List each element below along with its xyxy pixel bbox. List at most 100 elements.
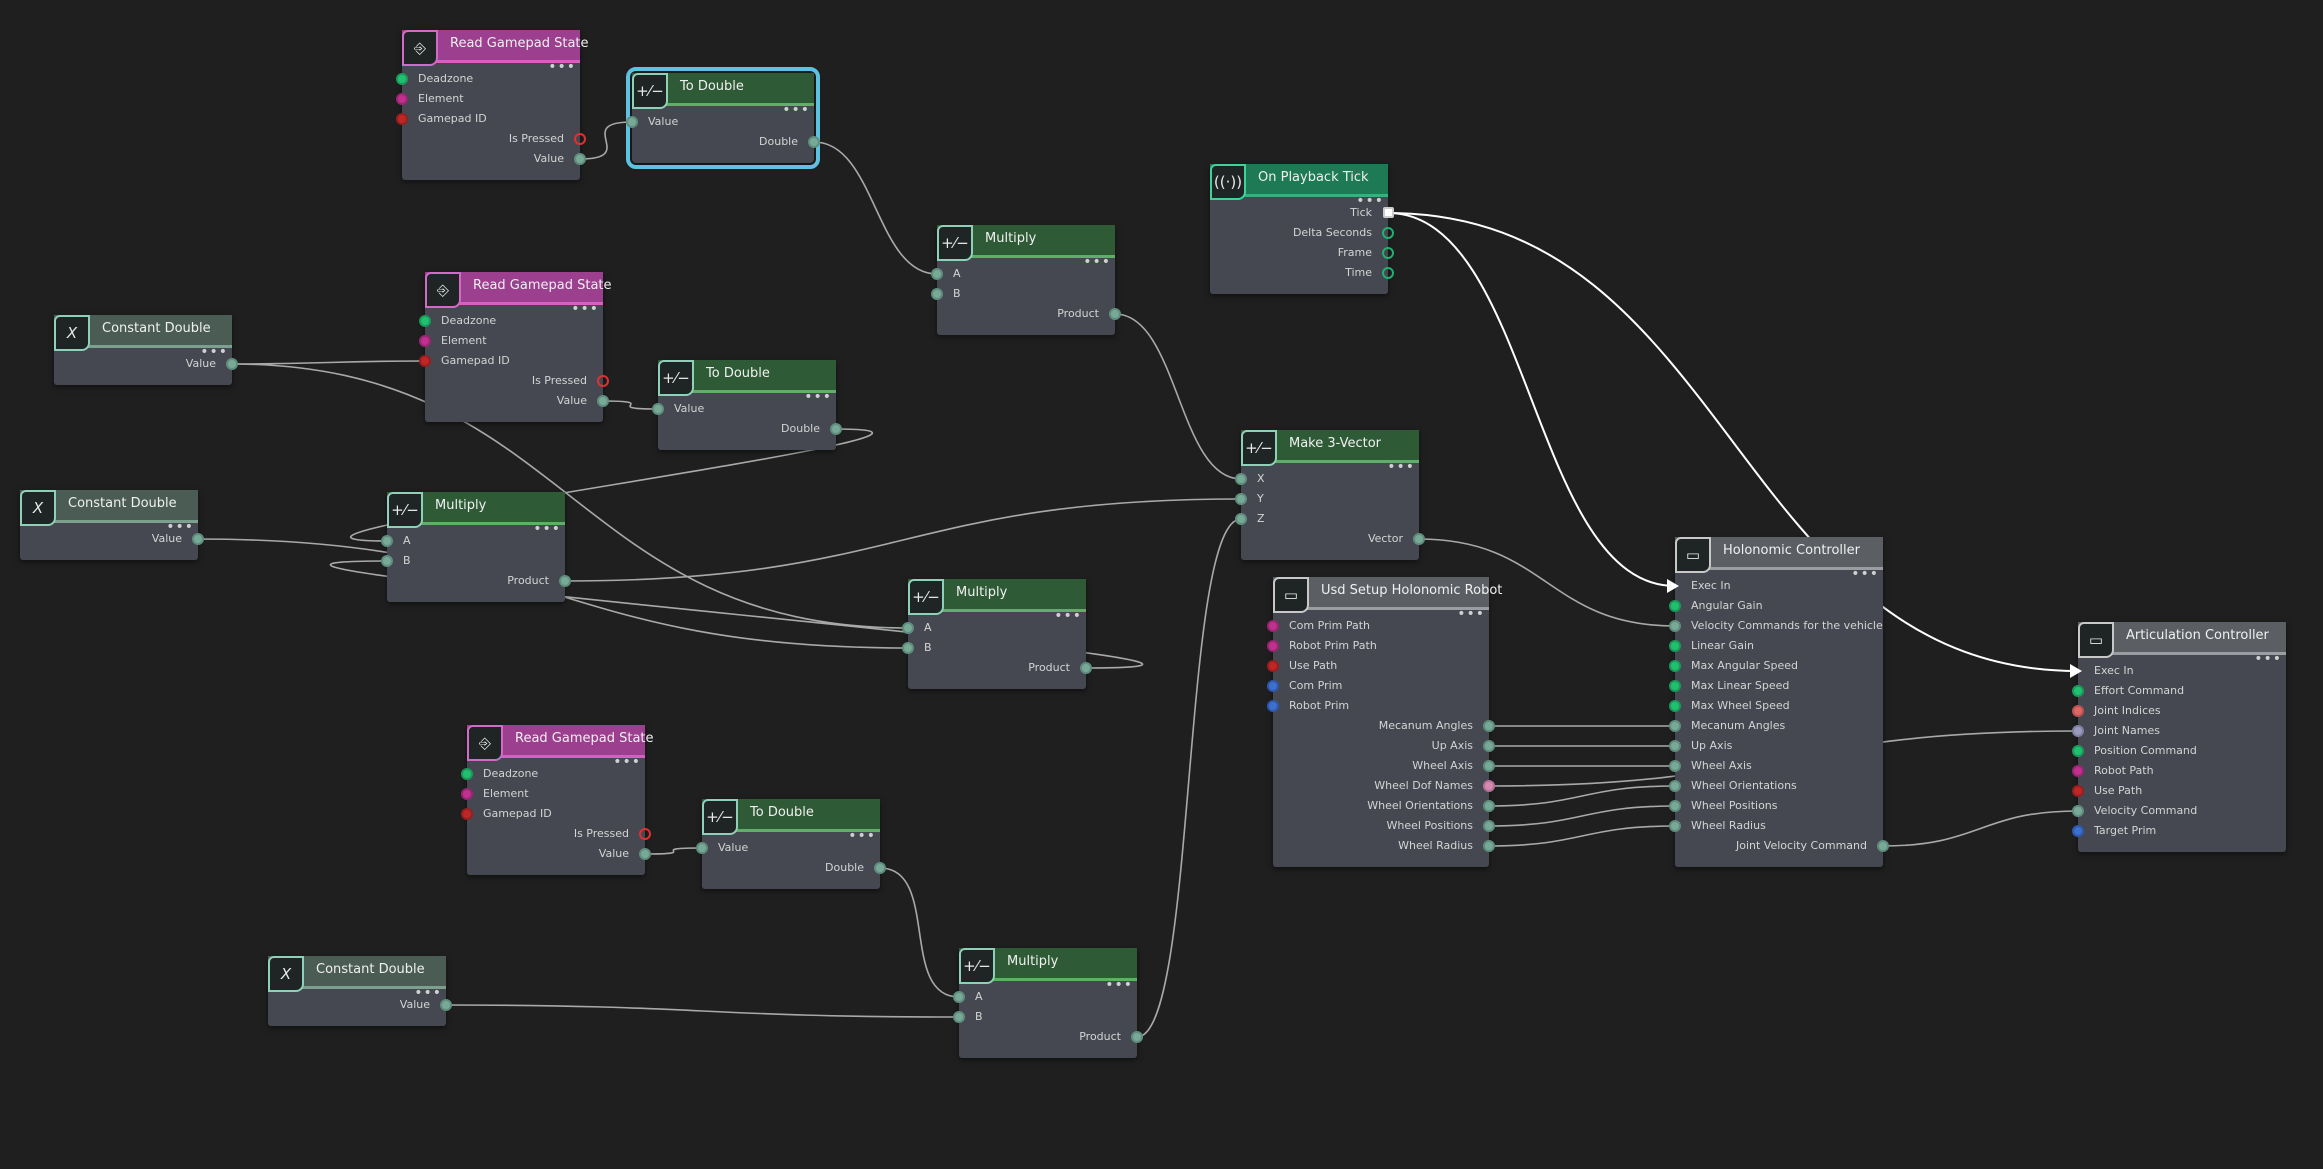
pin-connector-icon[interactable] (626, 116, 638, 128)
input-pin-target-prim[interactable]: Target Prim (2072, 824, 2286, 838)
output-pin-tick[interactable]: Tick (1210, 206, 1394, 220)
output-pin-value[interactable]: Value (268, 998, 452, 1012)
pin-connector-icon[interactable] (1267, 620, 1279, 632)
pin-connector-icon[interactable] (1669, 680, 1681, 692)
input-pin-element[interactable]: Element (396, 92, 580, 106)
pin-connector-icon[interactable] (1669, 740, 1681, 752)
pin-connector-icon[interactable] (597, 375, 609, 387)
pin-connector-icon[interactable] (1131, 1031, 1143, 1043)
input-pin-max-linear-speed[interactable]: Max Linear Speed (1669, 679, 1883, 693)
output-pin-joint-velocity-command[interactable]: Joint Velocity Command (1675, 839, 1889, 853)
node-header[interactable]: ((·))On Playback Tick (1210, 164, 1388, 200)
pin-connector-icon[interactable] (1483, 780, 1495, 792)
pin-connector-icon[interactable] (1669, 640, 1681, 652)
pin-connector-icon[interactable] (1267, 660, 1279, 672)
input-pin-robot-path[interactable]: Robot Path (2072, 764, 2286, 778)
input-pin-element[interactable]: Element (419, 334, 603, 348)
input-pin-a[interactable]: A (902, 621, 1086, 635)
pin-connector-icon[interactable] (1669, 720, 1681, 732)
pin-connector-icon[interactable] (639, 848, 651, 860)
input-pin-deadzone[interactable]: Deadzone (396, 72, 580, 86)
input-pin-max-wheel-speed[interactable]: Max Wheel Speed (1669, 699, 1883, 713)
pin-connector-icon[interactable] (1669, 760, 1681, 772)
node-header[interactable]: +⁄−To Double (658, 360, 836, 396)
pin-connector-icon[interactable] (461, 808, 473, 820)
output-pin-product[interactable]: Product (387, 574, 571, 588)
output-pin-value[interactable]: Value (54, 357, 238, 371)
pin-connector-icon[interactable] (419, 355, 431, 367)
node-menu-icon[interactable]: ••• (414, 985, 442, 1001)
pin-connector-icon[interactable] (2072, 785, 2084, 797)
node-header[interactable]: +⁄−Multiply (908, 579, 1086, 615)
node-header[interactable]: ⎆Read Gamepad State (425, 272, 612, 308)
input-pin-a[interactable]: A (931, 267, 1115, 281)
input-pin-robot-prim-path[interactable]: Robot Prim Path (1267, 639, 1489, 653)
pin-connector-icon[interactable] (440, 999, 452, 1011)
pin-connector-icon[interactable] (902, 642, 914, 654)
input-pin-a[interactable]: A (953, 990, 1137, 1004)
node-header[interactable]: +⁄−Multiply (959, 948, 1137, 984)
pin-connector-icon[interactable] (874, 862, 886, 874)
pin-connector-icon[interactable] (1235, 513, 1247, 525)
pin-connector-icon[interactable] (639, 828, 651, 840)
node-header[interactable]: ⎆Read Gamepad State (402, 30, 589, 66)
node-menu-icon[interactable]: ••• (2254, 651, 2282, 667)
input-pin-joint-names[interactable]: Joint Names (2072, 724, 2286, 738)
pin-connector-icon[interactable] (1267, 700, 1279, 712)
input-pin-velocity-commands-for-the-vehicle[interactable]: Velocity Commands for the vehicle (1669, 619, 1883, 633)
node-menu-icon[interactable]: ••• (166, 519, 194, 535)
pin-connector-icon[interactable] (931, 288, 943, 300)
input-pin-value[interactable]: Value (652, 402, 836, 416)
pin-connector-icon[interactable] (396, 73, 408, 85)
node-menu-icon[interactable]: ••• (848, 828, 876, 844)
input-pin-wheel-axis[interactable]: Wheel Axis (1669, 759, 1883, 773)
node-menu-icon[interactable]: ••• (804, 389, 832, 405)
output-pin-wheel-orientations[interactable]: Wheel Orientations (1273, 799, 1495, 813)
pin-connector-icon[interactable] (1383, 207, 1394, 218)
output-pin-is-pressed[interactable]: Is Pressed (467, 827, 651, 841)
input-pin-a[interactable]: A (381, 534, 565, 548)
pin-connector-icon[interactable] (559, 575, 571, 587)
input-pin-use-path[interactable]: Use Path (1267, 659, 1489, 673)
input-pin-b[interactable]: B (953, 1010, 1137, 1024)
pin-connector-icon[interactable] (1382, 267, 1394, 279)
pin-connector-icon[interactable] (574, 153, 586, 165)
node-menu-icon[interactable]: ••• (571, 301, 599, 317)
pin-connector-icon[interactable] (381, 555, 393, 567)
output-pin-product[interactable]: Product (937, 307, 1121, 321)
node-header[interactable]: +⁄−Make 3-Vector (1241, 430, 1419, 466)
pin-connector-icon[interactable] (1877, 840, 1889, 852)
pin-connector-icon[interactable] (931, 268, 943, 280)
input-pin-use-path[interactable]: Use Path (2072, 784, 2286, 798)
node-usd-setup-holonomic-robot[interactable]: ▭Usd Setup Holonomic Robot•••Com Prim Pa… (1267, 577, 1502, 867)
pin-connector-icon[interactable] (1382, 227, 1394, 239)
input-pin-wheel-positions[interactable]: Wheel Positions (1669, 799, 1883, 813)
pin-connector-icon[interactable] (1267, 640, 1279, 652)
input-pin-max-angular-speed[interactable]: Max Angular Speed (1669, 659, 1883, 673)
pin-connector-icon[interactable] (419, 315, 431, 327)
pin-connector-icon[interactable] (1667, 579, 1679, 593)
input-pin-z[interactable]: Z (1235, 512, 1419, 526)
output-pin-value[interactable]: Value (425, 394, 609, 408)
input-pin-value[interactable]: Value (626, 115, 814, 129)
input-pin-exec-in[interactable]: Exec In (1667, 579, 1883, 593)
output-pin-double[interactable]: Double (632, 135, 820, 149)
node-header[interactable]: +⁄−To Double (632, 73, 814, 109)
input-pin-angular-gain[interactable]: Angular Gain (1669, 599, 1883, 613)
node-menu-icon[interactable]: ••• (1083, 254, 1111, 270)
pin-connector-icon[interactable] (396, 93, 408, 105)
pin-connector-icon[interactable] (192, 533, 204, 545)
pin-connector-icon[interactable] (1669, 780, 1681, 792)
input-pin-wheel-orientations[interactable]: Wheel Orientations (1669, 779, 1883, 793)
pin-connector-icon[interactable] (2070, 664, 2082, 678)
